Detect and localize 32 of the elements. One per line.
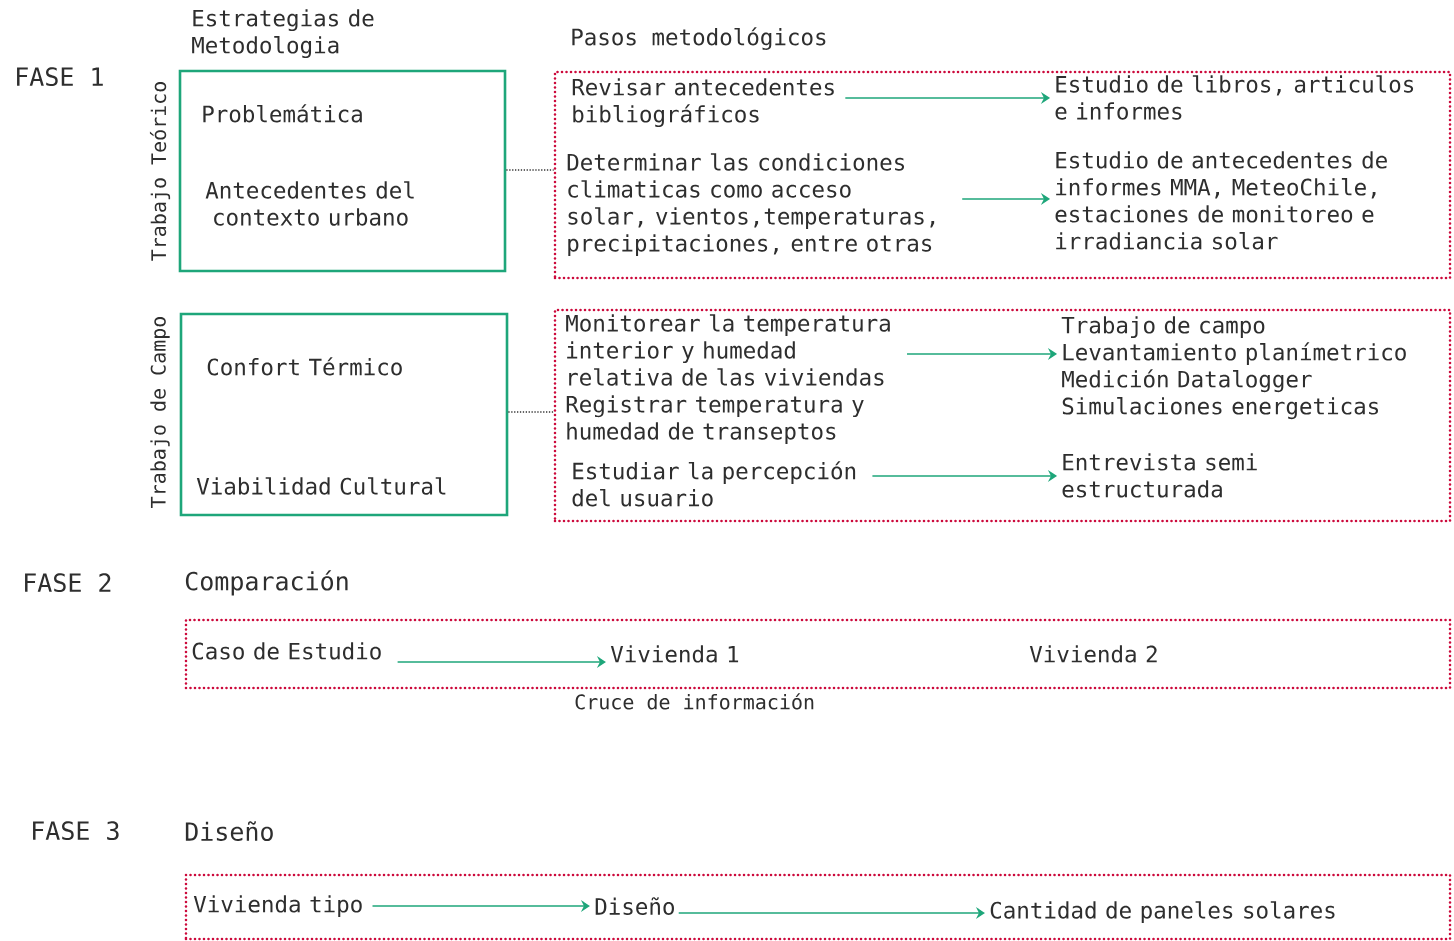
step-text: Trabajo de campo Levantamiento planímetrico Medición Datalogger Simulaciones energeticas	[1061, 316, 1406, 420]
side-label: Trabajo Teórico	[149, 82, 171, 261]
box-text: Antecedentes del contexto urbano	[205, 181, 414, 226]
heading: Comparación	[185, 570, 348, 596]
step-text: Estudiar la percepción del usuario	[572, 461, 856, 507]
heading: FASE 2	[25, 573, 111, 593]
step-text: Entrevista semi estructurada	[1062, 453, 1257, 498]
step-text: Diseño	[595, 897, 674, 915]
box-text: Viabilidad Cultural	[196, 477, 446, 495]
step-text: Caso de Estudio	[192, 642, 381, 660]
step-text: Cantidad de paneles solares	[990, 901, 1335, 924]
heading: FASE 1	[17, 67, 103, 87]
dotted-box	[184, 873, 1452, 941]
heading: Diseño	[185, 821, 273, 841]
step-text: Estudio de libros, articulos e informes	[1055, 75, 1414, 120]
heading: FASE 3	[33, 821, 119, 841]
caption-text: Cruce de información	[575, 693, 814, 710]
step-text: Determinar las condiciones climaticas como acceso solar, vientos,temperaturas, precipitaciones, entre otras	[567, 153, 935, 257]
dotted-connector	[507, 411, 555, 413]
step-text: Estudio de antecedentes de informes MMA, MeteoChile, estaciones de monitoreo e irradiancia solar	[1055, 151, 1387, 250]
side-label: Trabajo de Campo	[150, 317, 170, 508]
step-text: Revisar antecedentes bibliográficos	[572, 78, 834, 128]
dotted-connector	[505, 169, 555, 171]
dotted-box	[553, 70, 1452, 280]
step-text: Vivienda 2	[1029, 645, 1157, 663]
box-text: Confort Térmico	[207, 357, 402, 376]
step-text: Monitorear la temperatura interior y humedad relativa de las viviendas Registrar temperatura y humedad de transeptos	[566, 314, 890, 445]
column-heading: Pasos metodológicos	[572, 27, 826, 50]
dotted-box	[553, 308, 1452, 523]
step-text: Vivienda tipo	[193, 895, 362, 917]
step-text: Vivienda 1	[610, 645, 739, 663]
box-text: Problemática	[203, 104, 362, 123]
